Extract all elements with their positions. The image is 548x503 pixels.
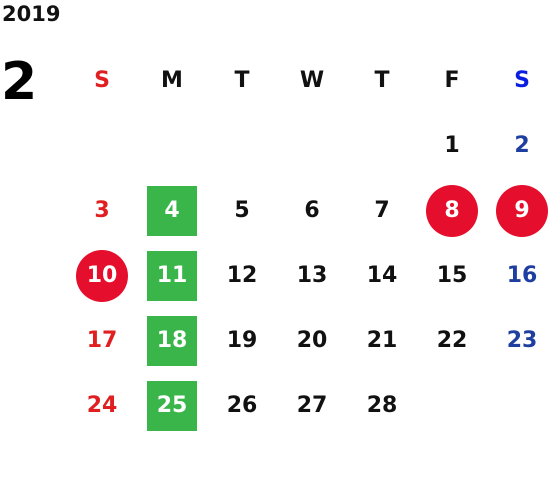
day-number: 7 [374, 198, 390, 223]
day-number: 6 [304, 198, 320, 223]
weekday-header: F [444, 68, 460, 93]
day-number: 2 [514, 133, 530, 158]
day-cell[interactable]: 11 [137, 243, 207, 308]
day-number: 12 [226, 263, 258, 288]
year-label: 2019 [2, 2, 61, 26]
day-number: 5 [234, 198, 250, 223]
empty-day-cell [207, 113, 277, 178]
day-number: 3 [94, 198, 110, 223]
day-cell[interactable]: 14 [347, 243, 417, 308]
day-number: 16 [506, 263, 538, 288]
highlighted-day-number: 25 [147, 380, 197, 431]
day-cell[interactable]: 9 [487, 178, 548, 243]
day-cell[interactable]: 10 [67, 243, 137, 308]
day-number: 17 [86, 328, 118, 353]
holiday-day-number: 9 [496, 184, 548, 237]
empty-day-cell [67, 113, 137, 178]
highlighted-day-number: 11 [147, 250, 197, 301]
day-number: 28 [366, 393, 398, 418]
highlighted-day-number: 4 [147, 185, 197, 236]
day-cell[interactable]: 17 [67, 308, 137, 373]
day-cell[interactable]: 22 [417, 308, 487, 373]
day-cell[interactable]: 15 [417, 243, 487, 308]
weekday-header: W [299, 68, 325, 93]
weekday-header: T [234, 68, 250, 93]
empty-day-cell [487, 373, 548, 438]
weekday-header: S [94, 68, 110, 93]
holiday-day-number: 10 [76, 249, 128, 302]
empty-day-cell [347, 113, 417, 178]
day-number: 24 [86, 393, 118, 418]
day-cell[interactable]: 16 [487, 243, 548, 308]
day-number: 19 [226, 328, 258, 353]
empty-day-cell [417, 373, 487, 438]
day-number: 21 [366, 328, 398, 353]
day-cell[interactable]: 12 [207, 243, 277, 308]
day-cell[interactable]: 2 [487, 113, 548, 178]
day-cell[interactable]: 20 [277, 308, 347, 373]
day-number: 15 [436, 263, 468, 288]
day-cell[interactable]: 1 [417, 113, 487, 178]
day-cell[interactable]: 25 [137, 373, 207, 438]
weekday-header: S [514, 68, 530, 93]
holiday-day-number: 8 [426, 184, 478, 237]
day-cell[interactable]: 21 [347, 308, 417, 373]
day-cell[interactable]: 28 [347, 373, 417, 438]
empty-day-cell [277, 113, 347, 178]
day-cell[interactable]: 8 [417, 178, 487, 243]
day-cell[interactable]: 23 [487, 308, 548, 373]
day-number: 1 [444, 133, 460, 158]
day-cell[interactable]: 6 [277, 178, 347, 243]
day-number: 26 [226, 393, 258, 418]
day-cell[interactable]: 24 [67, 373, 137, 438]
day-cell[interactable]: 7 [347, 178, 417, 243]
day-number: 14 [366, 263, 398, 288]
month-label: 2 [1, 52, 38, 112]
day-cell[interactable]: 18 [137, 308, 207, 373]
day-number: 22 [436, 328, 468, 353]
weekday-header: T [374, 68, 390, 93]
day-number: 23 [506, 328, 538, 353]
day-number: 20 [296, 328, 328, 353]
day-cell[interactable]: 26 [207, 373, 277, 438]
day-cell[interactable]: 5 [207, 178, 277, 243]
day-cell[interactable]: 4 [137, 178, 207, 243]
empty-day-cell [137, 113, 207, 178]
day-cell[interactable]: 19 [207, 308, 277, 373]
weekday-header: M [161, 68, 183, 93]
day-cell[interactable]: 27 [277, 373, 347, 438]
day-cell[interactable]: 13 [277, 243, 347, 308]
day-number: 27 [296, 393, 328, 418]
highlighted-day-number: 18 [147, 315, 197, 366]
day-number: 13 [296, 263, 328, 288]
day-cell[interactable]: 3 [67, 178, 137, 243]
